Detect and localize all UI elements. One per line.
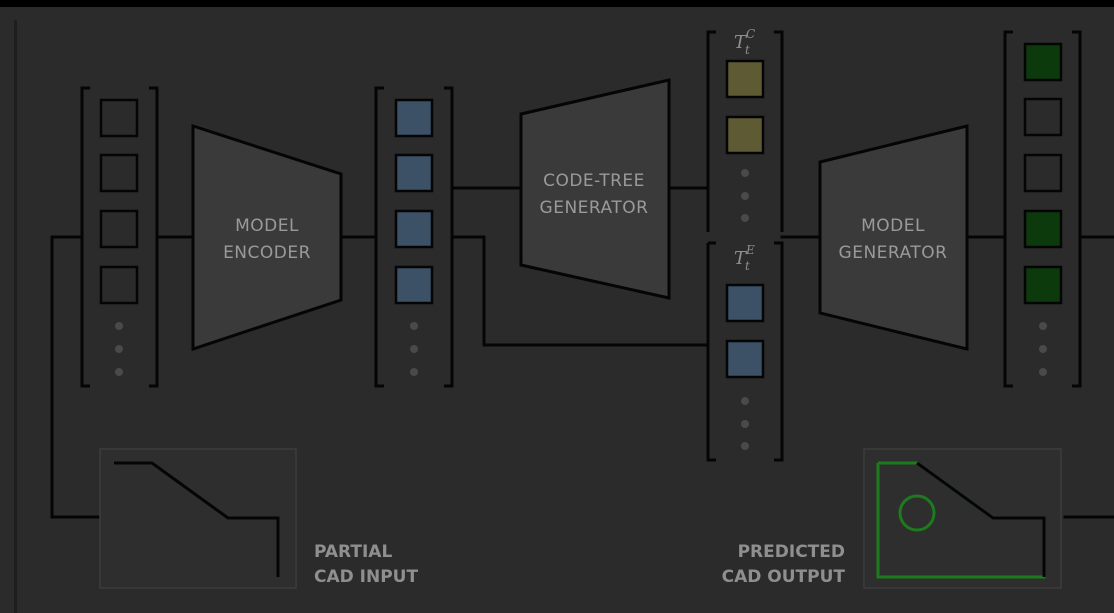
top-border <box>0 0 1114 7</box>
ellipsis-dots <box>115 322 123 376</box>
empty-token <box>1023 97 1063 137</box>
connector-latent-to-te <box>450 235 709 347</box>
constraint-token <box>725 59 765 99</box>
output-token-column <box>1003 30 1082 388</box>
bracket-left <box>374 86 384 388</box>
bracket-right <box>774 241 784 462</box>
filled-token <box>1023 265 1063 305</box>
ellipsis-dots <box>1039 322 1047 376</box>
generator-trapezoid <box>818 124 969 351</box>
predicted-cad-output-panel: PREDICTED CAD OUTPUT <box>722 448 1062 589</box>
te-label-base: T <box>734 248 748 269</box>
empty-token <box>99 153 139 193</box>
tc-label-sup: C <box>746 27 755 41</box>
input-caption-line2: CAD INPUT <box>314 567 418 587</box>
model-generator-block: MODEL GENERATOR <box>818 124 969 351</box>
input-caption-line1: PARTIAL <box>314 542 392 562</box>
bracket-left <box>706 30 716 232</box>
codetree-label-line2: GENERATOR <box>540 198 649 218</box>
latent-token <box>394 98 434 138</box>
empty-token <box>99 265 139 305</box>
encoder-trapezoid <box>191 123 343 352</box>
generator-label-line2: GENERATOR <box>839 243 948 263</box>
constraint-token <box>725 115 765 155</box>
bracket-right <box>444 86 454 388</box>
te-label-sub: t <box>745 259 750 273</box>
empty-token <box>99 98 139 138</box>
generator-label-line1: MODEL <box>861 216 925 236</box>
output-caption-line1: PREDICTED <box>738 542 845 562</box>
latent-token <box>394 209 434 249</box>
filled-token <box>1023 42 1063 82</box>
encoder-label-line2: ENCODER <box>223 243 311 263</box>
codetree-label-line1: CODE-TREE <box>543 171 645 191</box>
output-caption-line2: CAD OUTPUT <box>722 567 846 587</box>
tc-label-sub: t <box>745 43 750 57</box>
partial-cad-input-panel: PARTIAL CAD INPUT <box>99 448 418 589</box>
te-label-sup: E <box>745 243 755 257</box>
predicted-circle <box>898 494 936 532</box>
empty-token <box>1023 153 1063 193</box>
tc-label-base: T <box>734 32 748 53</box>
ellipsis-dots <box>410 322 418 376</box>
empty-token <box>99 209 139 249</box>
left-border <box>14 20 17 613</box>
te-token-column: T E t <box>706 241 784 462</box>
ellipsis-dots <box>741 169 749 222</box>
filled-token <box>1023 209 1063 249</box>
bracket-right <box>149 86 159 388</box>
bracket-left <box>1003 30 1013 388</box>
codetree-trapezoid <box>519 78 671 300</box>
latent-token <box>394 265 434 305</box>
bracket-right <box>774 30 784 232</box>
predicted-sketch-existing <box>916 461 1046 577</box>
latent-token <box>394 153 434 193</box>
tc-token-column: T C t <box>706 27 784 232</box>
bracket-left <box>706 243 716 462</box>
bracket-right <box>1072 30 1082 388</box>
input-token-column <box>80 86 159 388</box>
extrusion-token <box>725 339 765 379</box>
ellipsis-dots <box>741 397 749 450</box>
input-sketch-frame <box>99 448 297 589</box>
partial-sketch-profile <box>114 461 280 577</box>
code-tree-generator-block: CODE-TREE GENERATOR <box>519 78 671 300</box>
bracket-left <box>80 86 90 388</box>
extrusion-token <box>725 283 765 323</box>
model-encoder-block: MODEL ENCODER <box>191 123 343 352</box>
encoder-label-line1: MODEL <box>235 216 299 236</box>
latent-token-column <box>374 86 454 388</box>
